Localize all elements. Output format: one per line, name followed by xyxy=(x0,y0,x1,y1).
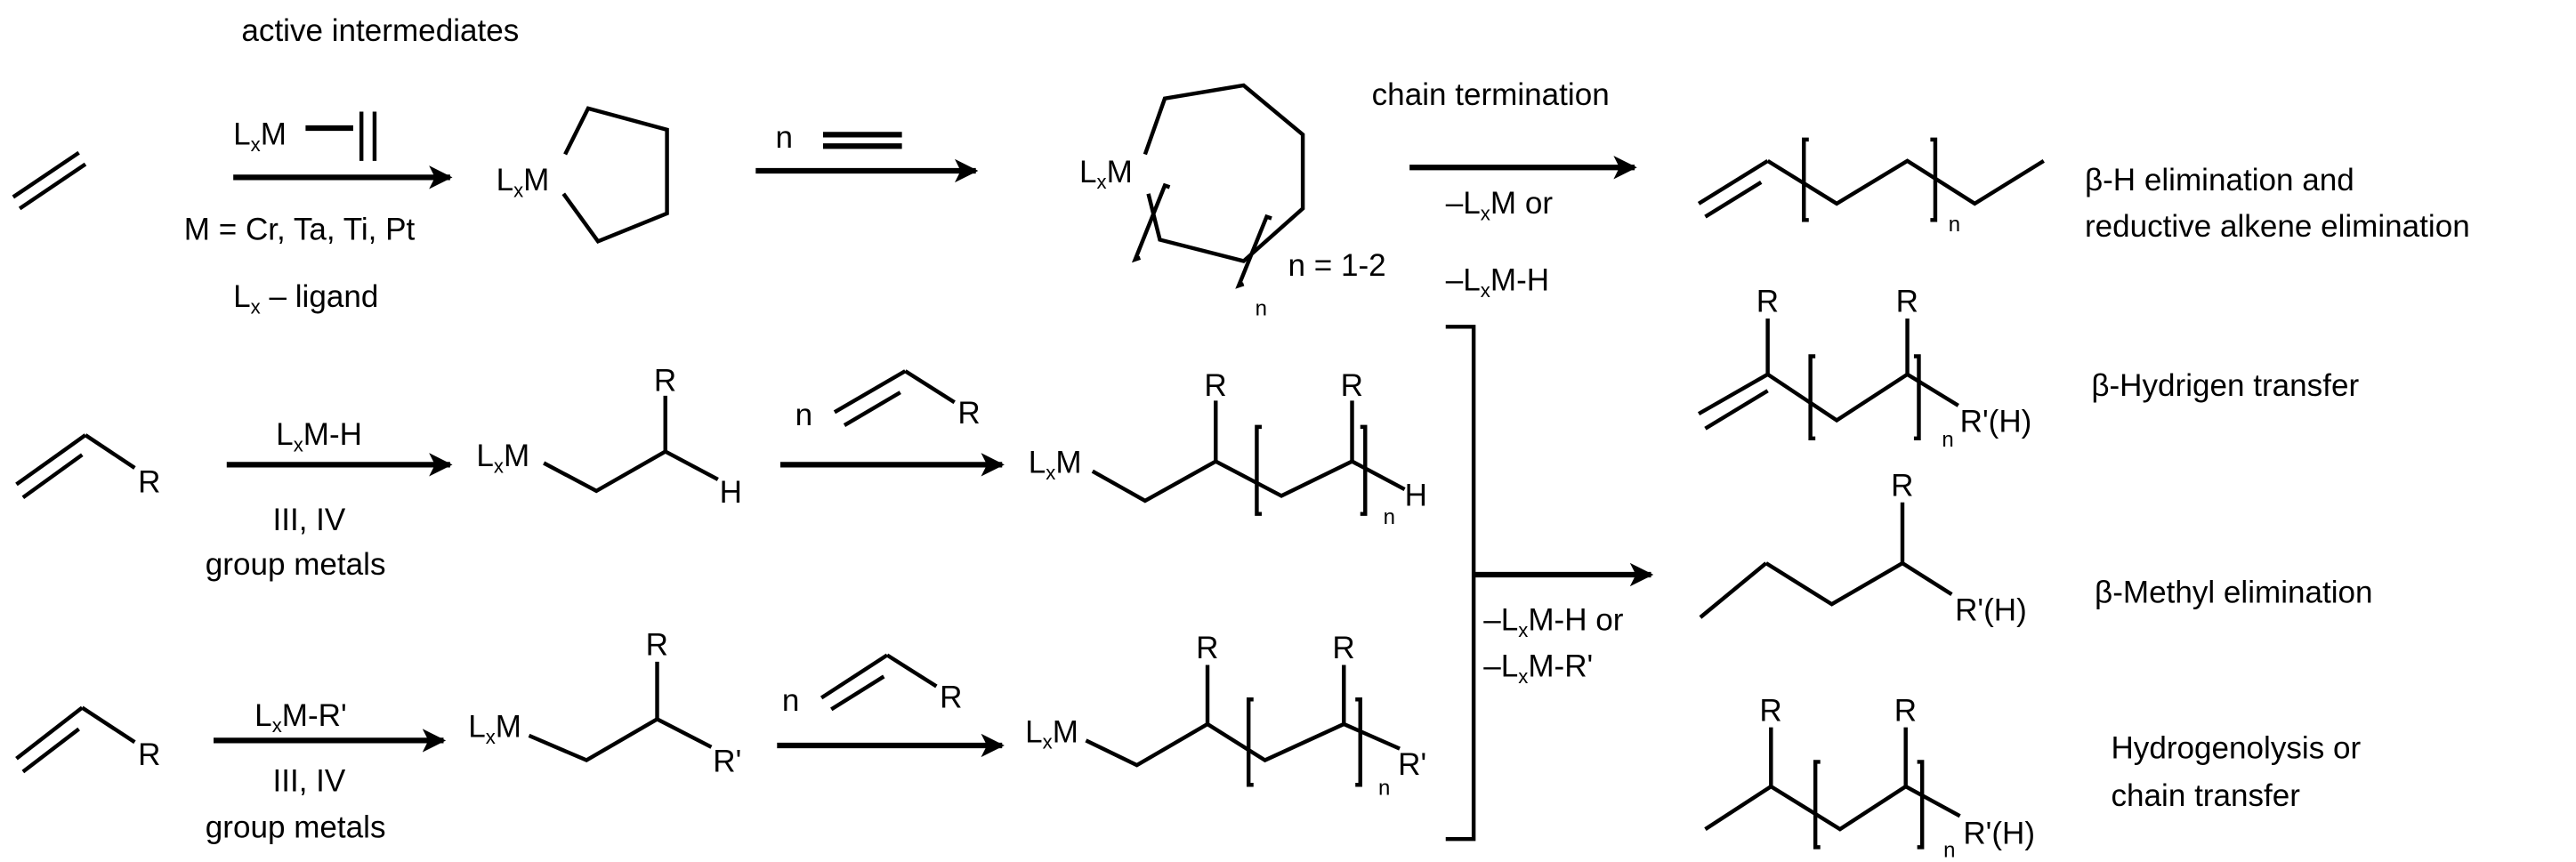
mechanism-beta-hydrogen-transfer: β-Hydrigen transfer xyxy=(2091,368,2359,403)
reagent-lxm-h: LxM-H xyxy=(276,417,362,455)
svg-text:R: R xyxy=(1204,368,1226,403)
svg-text:R': R' xyxy=(713,744,741,778)
svg-text:R: R xyxy=(1894,693,1917,728)
product-alpha-olefin: n xyxy=(1697,137,2045,237)
svg-text:R'(H): R'(H) xyxy=(1960,404,2032,439)
svg-text:R: R xyxy=(1341,368,1363,403)
monomer-count: n xyxy=(775,120,793,155)
svg-text:R'(H): R'(H) xyxy=(1963,817,2035,851)
monomer-count-2: n xyxy=(795,398,813,432)
svg-text:n: n xyxy=(1943,838,1955,862)
svg-text:LxM: LxM xyxy=(1029,446,1082,484)
svg-text:R: R xyxy=(654,363,676,398)
termination-condition-1: –LxM or xyxy=(1446,186,1554,224)
termination-condition-2: –LxM-H xyxy=(1446,263,1549,302)
alpha-olefin-reactant-3: R xyxy=(15,705,160,774)
ethylene xyxy=(12,150,87,211)
svg-text:R: R xyxy=(1891,468,1913,503)
mechanism-reductive-elimination: reductive alkene elimination xyxy=(2085,209,2470,244)
mechanism-hydrogenolysis: Hydrogenolysis or xyxy=(2111,731,2361,766)
metal-conditions: M = Cr, Ta, Ti, Pt xyxy=(184,212,416,246)
svg-text:LxM: LxM xyxy=(1079,155,1133,193)
svg-text:LxM: LxM xyxy=(468,710,521,748)
svg-text:R: R xyxy=(1756,285,1779,319)
olefin-monomer-3: R xyxy=(820,653,962,715)
svg-text:n: n xyxy=(1384,505,1395,529)
svg-text:R: R xyxy=(1332,631,1354,665)
svg-text:R'(H): R'(H) xyxy=(1955,593,2027,628)
title-active-intermediates: active intermediates xyxy=(241,13,519,48)
mechanism-chain-transfer: chain transfer xyxy=(2111,778,2300,813)
svg-text:R: R xyxy=(940,681,962,715)
product-allyl-terminated: R R'(H) xyxy=(1699,468,2027,628)
svg-text:LxM: LxM xyxy=(476,439,529,477)
svg-text:n: n xyxy=(1256,296,1267,320)
mechanism-beta-methyl-elimination: β-Methyl elimination xyxy=(2095,575,2373,609)
svg-text:R: R xyxy=(646,627,668,662)
alkyl-intermediate: LxM R R' xyxy=(468,627,741,778)
ring-size-range: n = 1-2 xyxy=(1288,248,1386,283)
growing-chain-alkyl: LxM R R n R' xyxy=(1025,631,1426,800)
svg-text:n: n xyxy=(1378,776,1390,800)
svg-text:R: R xyxy=(1759,693,1781,728)
chain-termination-label: chain termination xyxy=(1372,77,1610,112)
metallacyclopentane: LxM xyxy=(497,106,669,245)
termination-condition-4: –LxM-R' xyxy=(1483,649,1593,687)
alpha-olefin-reactant-2: R xyxy=(15,433,160,500)
metallacycle-large: LxM n xyxy=(1079,83,1305,320)
termination-bracket xyxy=(1445,325,1476,842)
svg-text:R': R' xyxy=(1398,747,1426,782)
metal-groups-3: III, IV xyxy=(272,764,345,799)
termination-condition-3: –LxM-H or xyxy=(1483,603,1624,641)
monomer-count-3: n xyxy=(782,683,800,718)
ethylene-coordination-icon xyxy=(305,111,377,161)
reagent-lxm-ethylene: LxM xyxy=(233,117,287,155)
metal-groups-2: III, IV xyxy=(272,503,345,537)
ligand-note: Lx – ligand xyxy=(233,279,378,318)
svg-text:LxM: LxM xyxy=(1025,714,1078,753)
alkyl-hydride-intermediate: LxM R H xyxy=(476,363,742,510)
product-saturated: R R n R'(H) xyxy=(1704,693,2035,862)
svg-text:R: R xyxy=(138,465,160,500)
ethylene-monomer xyxy=(822,132,902,149)
mechanism-beta-h-elimination: β-H elimination and xyxy=(2085,163,2354,197)
svg-text:R: R xyxy=(1196,631,1218,665)
svg-text:R: R xyxy=(1896,285,1918,319)
reagent-lxm-r: LxM-R' xyxy=(254,698,347,737)
product-vinylidene: R R n R'(H) xyxy=(1697,285,2032,452)
olefin-monomer-2: R xyxy=(833,369,981,431)
svg-text:n: n xyxy=(1942,428,1953,452)
svg-text:H: H xyxy=(720,475,742,510)
svg-text:R: R xyxy=(138,737,160,772)
metal-groups-label-3: group metals xyxy=(206,810,386,844)
svg-text:R: R xyxy=(957,396,980,431)
metal-groups-label-2: group metals xyxy=(206,547,386,582)
growing-chain-hydride: LxM R R n H xyxy=(1029,368,1427,529)
svg-text:H: H xyxy=(1405,478,1427,512)
svg-text:LxM: LxM xyxy=(497,163,550,201)
svg-text:n: n xyxy=(1949,213,1960,237)
